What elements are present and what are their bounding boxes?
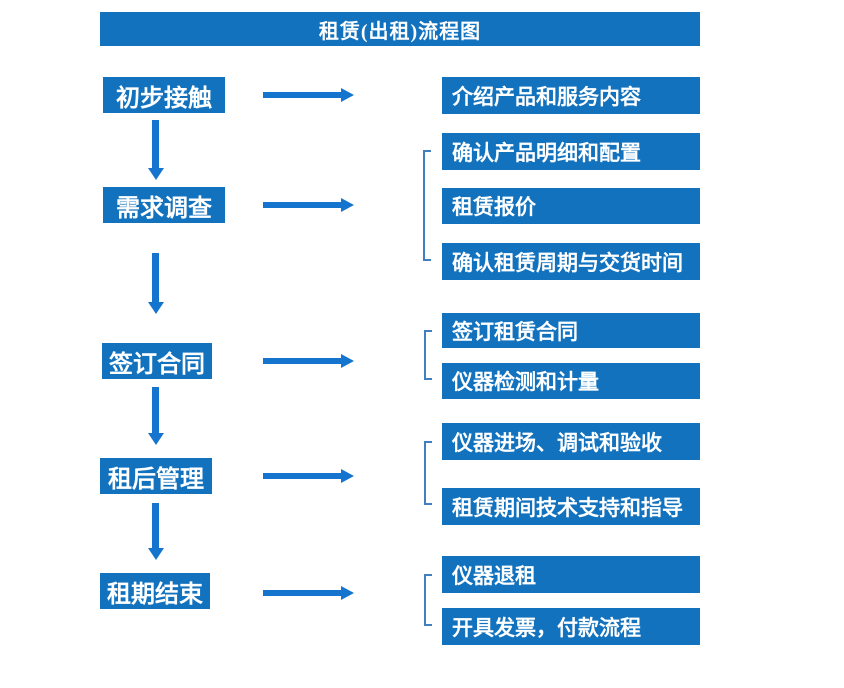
arrow-stem	[263, 202, 341, 208]
group-bracket	[424, 441, 432, 505]
arrow-head	[147, 433, 164, 445]
right-arrow-icon	[263, 198, 354, 212]
group-bracket	[424, 330, 432, 380]
title-bar: 租赁(出租)流程图	[100, 12, 700, 46]
arrow-stem	[152, 253, 159, 302]
right-arrow-icon	[263, 88, 354, 102]
arrow-head	[341, 354, 354, 368]
arrow-stem	[263, 590, 341, 596]
step-box-rental-end: 租期结束	[100, 573, 210, 609]
step-box-initial-contact: 初步接触	[103, 77, 225, 113]
detail-box-technical-support: 租赁期间技术支持和指导	[442, 488, 700, 525]
step-box-post-rental-management: 租后管理	[100, 458, 212, 494]
down-arrow-icon	[147, 120, 164, 180]
step-box-sign-contract: 签订合同	[102, 343, 212, 379]
arrow-head	[341, 198, 354, 212]
step-box-demand-survey: 需求调查	[103, 187, 225, 223]
group-bracket	[423, 150, 431, 261]
arrow-stem	[152, 120, 159, 168]
arrow-head	[147, 548, 164, 560]
group-bracket	[424, 574, 432, 626]
detail-box-sign-rental-contract: 签订租赁合同	[442, 313, 700, 348]
right-arrow-icon	[263, 354, 354, 368]
arrow-stem	[152, 503, 159, 548]
arrow-head	[341, 469, 354, 483]
arrow-head	[341, 88, 354, 102]
arrow-stem	[263, 473, 341, 479]
right-arrow-icon	[263, 469, 354, 483]
arrow-stem	[263, 92, 341, 98]
arrow-head	[147, 302, 164, 314]
page-title: 租赁(出租)流程图	[318, 20, 482, 43]
detail-box-confirm-rental-period: 确认租赁周期与交货时间	[442, 243, 700, 280]
detail-box-introduce-products: 介绍产品和服务内容	[442, 77, 700, 114]
down-arrow-icon	[147, 253, 164, 314]
down-arrow-icon	[147, 503, 164, 560]
arrow-head	[147, 168, 164, 180]
arrow-stem	[263, 358, 341, 364]
down-arrow-icon	[147, 387, 164, 445]
arrow-head	[341, 586, 354, 600]
arrow-stem	[152, 387, 159, 433]
detail-box-invoice-payment: 开具发票，付款流程	[442, 608, 700, 645]
detail-box-instrument-entry-acceptance: 仪器进场、调试和验收	[442, 423, 700, 460]
detail-box-instrument-inspection: 仪器检测和计量	[442, 363, 700, 399]
right-arrow-icon	[263, 586, 354, 600]
detail-box-confirm-product-details: 确认产品明细和配置	[442, 133, 700, 170]
detail-box-instrument-return: 仪器退租	[442, 556, 700, 593]
detail-box-rental-quotation: 租赁报价	[442, 188, 700, 224]
